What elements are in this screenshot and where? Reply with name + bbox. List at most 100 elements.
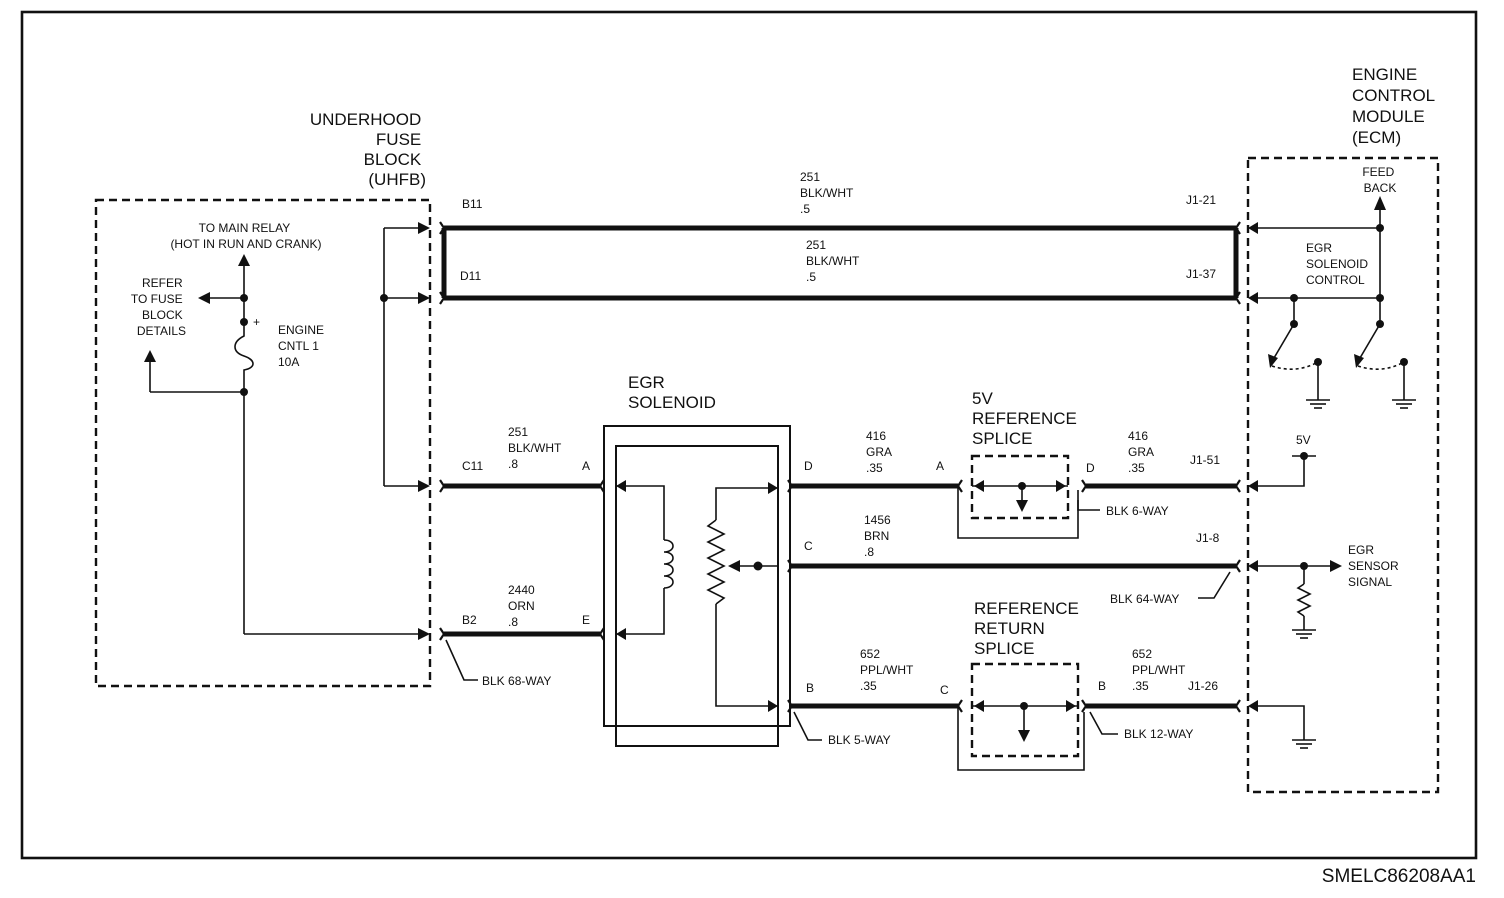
relay-arrow-icon: [238, 254, 250, 266]
feedback-arrow-icon: [1374, 196, 1386, 210]
arrow-icon: [1018, 730, 1030, 742]
pot-lead: [715, 487, 778, 520]
uhfb-block: UNDERHOOD FUSE BLOCK (UHFB) TO MAIN RELA…: [94, 110, 432, 688]
arrow-icon: [768, 482, 778, 494]
egr-solenoid-housing: [603, 425, 791, 727]
pin-e-sol: E: [582, 613, 590, 627]
arrow-icon: [1016, 500, 1028, 512]
egr-signal-text: EGR SENSOR SIGNAL: [1348, 543, 1402, 589]
harness: [439, 221, 1241, 713]
fuse-text: ENGINE CNTL 1 10A: [278, 323, 327, 369]
arrow-icon: [1248, 560, 1258, 572]
pin-d11: D11: [460, 269, 481, 283]
connector-blk6: BLK 6-WAY: [1106, 504, 1169, 518]
wiper-arrow-icon: [728, 560, 740, 572]
wire-652b-spec: 652 PPL/WHT .35: [1132, 647, 1188, 693]
wire-b2-spec: 2440 ORN .8: [508, 583, 538, 629]
splice-outer: [957, 486, 1079, 539]
ground-icon: [1292, 739, 1316, 749]
ground-icon: [1292, 629, 1316, 639]
refer2-arrow-icon: [144, 350, 156, 362]
pin-c-sol: C: [804, 539, 813, 553]
signal-arrow-icon: [1330, 560, 1342, 572]
bus-arrow-icon: [418, 480, 430, 492]
arrow-icon: [1066, 700, 1076, 712]
arrow-icon: [616, 628, 626, 640]
arrow-icon: [1248, 700, 1258, 712]
bus-arrow-icon: [418, 222, 430, 234]
wire-c11-spec: 251 BLK/WHT .8: [508, 425, 564, 471]
drawing-id: SMELC86208AA1: [1322, 866, 1476, 887]
pullup-resistor-icon: [1296, 583, 1312, 617]
driver-switch-1: [1268, 298, 1330, 409]
arrow-icon: [768, 700, 778, 712]
arrow-icon: [1248, 480, 1258, 492]
return-splice: REFERENCE RETURN SPLICE: [957, 599, 1085, 771]
pin-b11: B11: [462, 197, 483, 211]
pin-a-splice: A: [936, 459, 944, 473]
ecm-title: ENGINE CONTROL MODULE (ECM): [1352, 65, 1439, 147]
resistor-icon: [706, 519, 726, 605]
diagram-frame: [20, 10, 1478, 860]
return-splice-outline: [970, 662, 1080, 758]
ref5v-splice: 5V REFERENCE SPLICE: [957, 389, 1079, 539]
arrow-icon: [974, 700, 984, 712]
pin-b-sol: B: [806, 681, 814, 695]
coil-lead: [616, 588, 665, 635]
return-line: [1256, 705, 1305, 740]
ground-icon: [1306, 399, 1330, 409]
ground-icon: [1392, 399, 1416, 409]
bus-arrow-icon: [418, 292, 430, 304]
v5-text: 5V: [1296, 433, 1311, 447]
wire-1456-spec: 1456 BRN .8: [864, 513, 894, 559]
arrow-icon: [974, 480, 984, 492]
ecm-dashed-outline: [1246, 156, 1440, 794]
connector-blk68: BLK 68-WAY: [482, 674, 551, 688]
fuse-plus: +: [253, 315, 260, 329]
b2-arrow-icon: [418, 628, 430, 640]
pin-c11: C11: [462, 459, 483, 473]
pin-d-splice: D: [1086, 461, 1095, 475]
splice-outer: [957, 706, 1085, 771]
pot-lead: [715, 604, 778, 707]
v5-line: [1256, 456, 1305, 487]
egr-solenoid-title: EGR SOLENOID: [628, 373, 716, 412]
pin-b-splice: B: [1098, 679, 1106, 693]
uhfb-title: UNDERHOOD FUSE BLOCK (UHFB): [310, 110, 426, 189]
pin-j1-26: J1-26: [1188, 679, 1218, 693]
pin-j1-51: J1-51: [1190, 453, 1220, 467]
coil-icon: [663, 539, 674, 589]
main-relay-text: TO MAIN RELAY (HOT IN RUN AND CRANK): [170, 221, 321, 251]
uhfb-dashed-outline: [94, 198, 432, 688]
arrow-icon: [1056, 480, 1066, 492]
wire-labels: B11 251 BLK/WHT .5 J1-21 D11 251 BLK/WHT…: [460, 170, 1220, 697]
wire-416a-spec: 416 GRA .35: [866, 429, 895, 475]
arrow-icon: [1248, 222, 1258, 234]
wire-652a-spec: 652 PPL/WHT .35: [860, 647, 916, 693]
egr-solenoid: EGR SOLENOID: [603, 373, 791, 747]
pin-j1-8: J1-8: [1196, 531, 1220, 545]
connector-callouts: BLK 68-WAY BLK 6-WAY BLK 64-WAY BLK 5-WA…: [445, 490, 1231, 747]
pin-j1-21: J1-21: [1186, 193, 1216, 207]
wire-d11-spec: 251 BLK/WHT .5: [806, 238, 862, 284]
junction-dot: [753, 561, 763, 571]
return-splice-title: REFERENCE RETURN SPLICE: [974, 599, 1084, 658]
connector-blk12: BLK 12-WAY: [1124, 727, 1193, 741]
egr-control-text: EGR SOLENOID CONTROL: [1306, 241, 1371, 287]
egr-solenoid-inner: [615, 445, 779, 747]
pin-b2: B2: [462, 613, 477, 627]
wire-416b-spec: 416 GRA .35: [1128, 429, 1157, 475]
coil-lead: [616, 485, 665, 540]
arrow-icon: [1248, 292, 1258, 304]
connector-blk5: BLK 5-WAY: [828, 733, 891, 747]
ecm-block: ENGINE CONTROL MODULE (ECM) FEED BACK EG…: [1246, 65, 1440, 794]
refer-text: REFER TO FUSE BLOCK DETAILS: [131, 276, 186, 338]
pin-c-splice: C: [940, 683, 949, 697]
fuse-icon: [234, 322, 254, 392]
refer-arrow-icon: [198, 292, 210, 304]
connector-blk64: BLK 64-WAY: [1110, 592, 1179, 606]
arrow-icon: [616, 480, 626, 492]
feedback-text: FEED BACK: [1362, 165, 1397, 195]
pin-a-sol: A: [582, 459, 590, 473]
